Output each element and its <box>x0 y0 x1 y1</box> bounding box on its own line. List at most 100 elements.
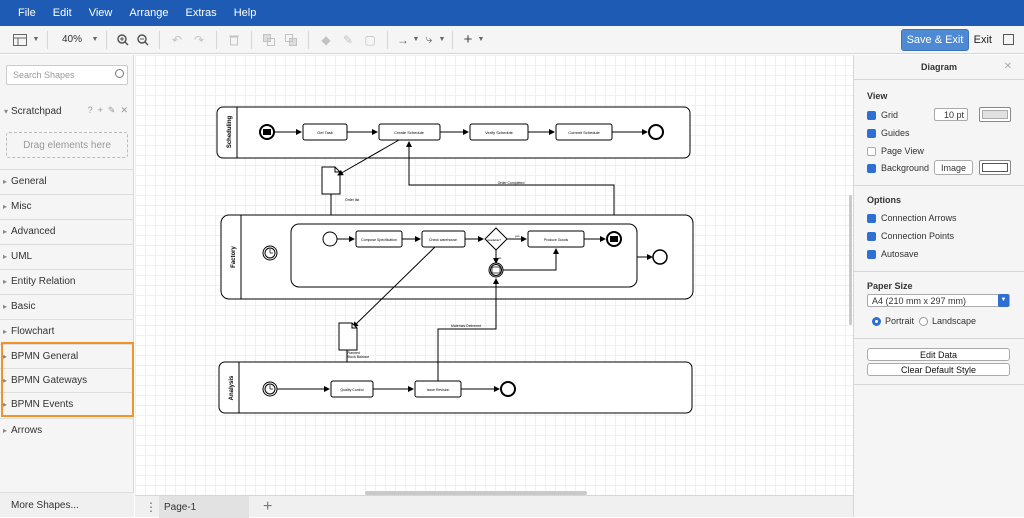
analysis-end-event[interactable] <box>500 381 516 397</box>
fill-color-icon[interactable]: ◆ <box>321 32 331 47</box>
exit-button[interactable]: Exit <box>973 34 992 46</box>
data-object-planned-stock[interactable] <box>338 322 358 351</box>
category-bpmn-events[interactable]: BPMN Events <box>0 392 134 416</box>
menu-extras[interactable]: Extras <box>185 7 217 19</box>
to-front-icon[interactable] <box>258 30 280 50</box>
chevron-down-icon[interactable]: ▼ <box>477 36 485 43</box>
menu-edit[interactable]: Edit <box>52 7 72 19</box>
undo-icon[interactable]: ↶ <box>171 32 183 47</box>
menu-file[interactable]: File <box>18 7 36 19</box>
image-button[interactable]: Image <box>934 160 973 175</box>
category-uml[interactable]: UML <box>0 244 134 268</box>
category-general[interactable]: General <box>0 169 134 193</box>
intermediate-message-event[interactable] <box>488 262 504 278</box>
chevron-down-icon: ▼ <box>998 294 1009 307</box>
clear-default-style-button[interactable]: Clear Default Style <box>867 363 1010 376</box>
category-advanced[interactable]: Advanced <box>0 219 134 243</box>
edit-icon[interactable]: ✎ <box>107 105 116 115</box>
guides-checkbox[interactable]: Guides <box>867 128 910 138</box>
add-icon[interactable]: + <box>97 105 103 115</box>
vertical-scrollbar[interactable] <box>849 195 852 325</box>
toolbar: ▼ 40% ▼ ↶ ↷ ◆ ✎ ▢ → ▼ ⤷ ▼ + ▼ Save & Exi… <box>0 26 1024 54</box>
factory-end-event[interactable] <box>652 249 668 265</box>
zoom-out-icon[interactable] <box>133 30 153 50</box>
landscape-radio[interactable]: Landscape <box>919 316 976 326</box>
end-event[interactable] <box>648 124 664 140</box>
page-tab[interactable]: Page-1 <box>159 496 249 518</box>
zoom-level[interactable]: 40% <box>61 34 82 45</box>
autosave-checkbox[interactable]: Autosave <box>867 249 919 259</box>
zoom-in-icon[interactable] <box>113 30 133 50</box>
add-page-icon[interactable]: + <box>263 498 273 515</box>
grid-size-input[interactable]: 10 pt <box>934 108 968 121</box>
waypoints-icon[interactable]: ⤷ <box>425 32 433 46</box>
to-back-icon[interactable] <box>280 30 302 50</box>
connection-points-label: Connection Points <box>881 231 955 241</box>
color-swatch <box>982 163 1008 172</box>
category-arrows[interactable]: Arrows <box>0 418 134 442</box>
chevron-down-icon: ▾ <box>4 106 9 116</box>
insert-icon[interactable]: + <box>463 31 473 48</box>
category-misc[interactable]: Misc <box>0 194 134 218</box>
category-bpmn-general[interactable]: BPMN General <box>0 344 134 368</box>
data-label: Order list <box>345 198 359 202</box>
check-icon <box>867 213 876 223</box>
redo-icon[interactable]: ↷ <box>193 32 205 47</box>
category-flowchart[interactable]: Flowchart <box>0 319 134 343</box>
close-icon[interactable]: ✕ <box>1003 61 1012 72</box>
data-object-order-list[interactable] <box>321 166 341 195</box>
connection-arrows-checkbox[interactable]: Connection Arrows <box>867 213 957 223</box>
gateway-label: Available? <box>487 238 501 242</box>
section-view: View <box>867 91 888 101</box>
chevron-down-icon[interactable]: ▼ <box>438 36 446 43</box>
menu-arrange[interactable]: Arrange <box>129 7 169 19</box>
category-bpmn-gateways[interactable]: BPMN Gateways <box>0 368 134 392</box>
chevron-down-icon[interactable]: ▼ <box>412 36 420 43</box>
connection-icon[interactable]: → <box>397 32 409 47</box>
message-end-event[interactable] <box>606 231 622 247</box>
format-panel-icon[interactable] <box>9 30 31 50</box>
horizontal-scrollbar[interactable] <box>365 491 587 495</box>
flow-label: yes <box>515 234 520 238</box>
paper-size-select[interactable]: A4 (210 mm x 297 mm) ▼ <box>867 294 1010 307</box>
edit-data-button[interactable]: Edit Data <box>867 348 1010 361</box>
portrait-radio[interactable]: Portrait <box>872 316 914 326</box>
grid-checkbox[interactable]: Grid <box>867 110 898 120</box>
divider <box>854 185 1024 186</box>
grid-color-button[interactable] <box>979 107 1011 122</box>
save-exit-button[interactable]: Save & Exit <box>901 29 969 51</box>
menu-view[interactable]: View <box>88 7 113 19</box>
page-view-checkbox[interactable]: Page View <box>867 146 924 156</box>
category-basic[interactable]: Basic <box>0 294 134 318</box>
search-input[interactable]: Search Shapes <box>6 65 128 85</box>
zoom-dropdown-icon[interactable]: ▼ <box>91 36 99 43</box>
data-label: Stock Balance <box>347 355 369 359</box>
line-color-icon[interactable]: ✎ <box>342 32 354 47</box>
help-icon[interactable]: ? <box>87 105 93 115</box>
background-checkbox[interactable]: Background <box>867 163 929 173</box>
guides-label: Guides <box>881 128 910 138</box>
fullscreen-icon[interactable] <box>1003 34 1014 45</box>
chevron-down-icon[interactable]: ▼ <box>32 36 40 43</box>
page-menu-icon[interactable]: ⋮ <box>145 500 157 514</box>
timer-start-event[interactable] <box>262 381 278 397</box>
menu-help[interactable]: Help <box>233 7 257 19</box>
background-color-button[interactable] <box>979 160 1011 175</box>
search-icon[interactable] <box>115 69 124 78</box>
connection-points-checkbox[interactable]: Connection Points <box>867 231 954 241</box>
timer-start-event[interactable] <box>262 245 278 261</box>
more-shapes-button[interactable]: More Shapes... <box>0 492 134 517</box>
start-message-event[interactable] <box>259 124 275 140</box>
scratchpad-dropzone[interactable]: Drag elements here <box>6 132 128 158</box>
scratchpad-header[interactable]: ▾ Scratchpad <box>0 100 134 122</box>
task-label: Get Task <box>317 130 333 135</box>
shadow-icon[interactable]: ▢ <box>364 32 376 47</box>
toolbar-divider <box>216 30 217 49</box>
close-icon[interactable]: ✕ <box>120 105 128 115</box>
category-entity-relation[interactable]: Entity Relation <box>0 269 134 293</box>
subprocess-start-event[interactable] <box>322 231 338 247</box>
toolbar-divider <box>159 30 160 49</box>
bpmn-highlight-frame <box>1 342 134 417</box>
diagram-canvas[interactable]: Scheduling Get Task Create Schedule Veri… <box>135 55 853 495</box>
delete-icon[interactable] <box>223 30 245 50</box>
